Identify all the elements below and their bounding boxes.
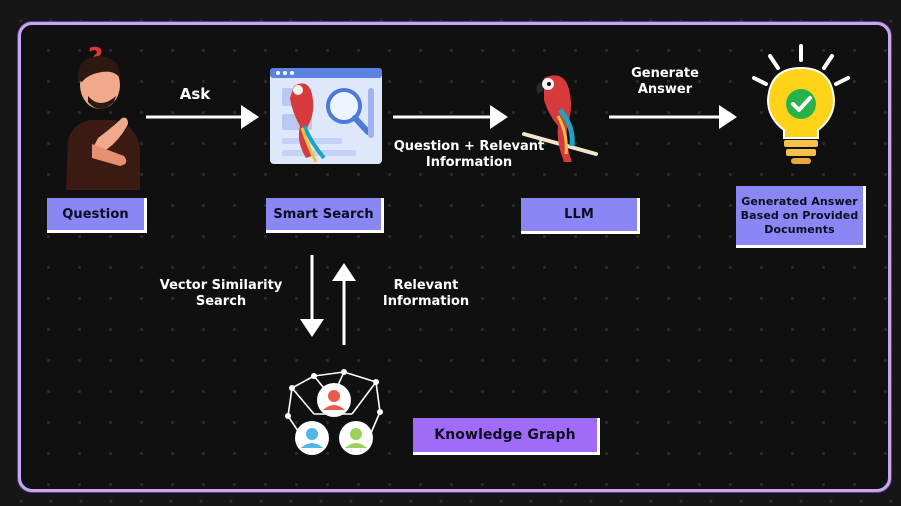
parrot-icon xyxy=(522,75,598,162)
node-question: Question xyxy=(47,198,147,233)
search-window-icon xyxy=(270,68,382,164)
edge-label-relevant-info: Relevant Information xyxy=(382,278,470,309)
edge-label-question-relevant: Question + Relevant Information xyxy=(393,139,545,170)
node-smart-search: Smart Search xyxy=(266,198,384,233)
edge-label-generate-answer: Generate Answer xyxy=(631,66,699,97)
node-llm: LLM xyxy=(521,198,640,234)
node-knowledge-graph: Knowledge Graph xyxy=(413,418,600,455)
edge-label-ask: Ask xyxy=(179,85,211,103)
network-people-icon xyxy=(285,369,383,455)
diagram-frame xyxy=(18,22,891,492)
lightbulb-check-icon xyxy=(752,44,850,164)
node-generated-answer: Generated Answer Based on Provided Docum… xyxy=(736,186,866,248)
edge-label-vector-search: Vector Similarity Search xyxy=(159,278,283,309)
thinking-person-icon: ? xyxy=(66,43,140,190)
